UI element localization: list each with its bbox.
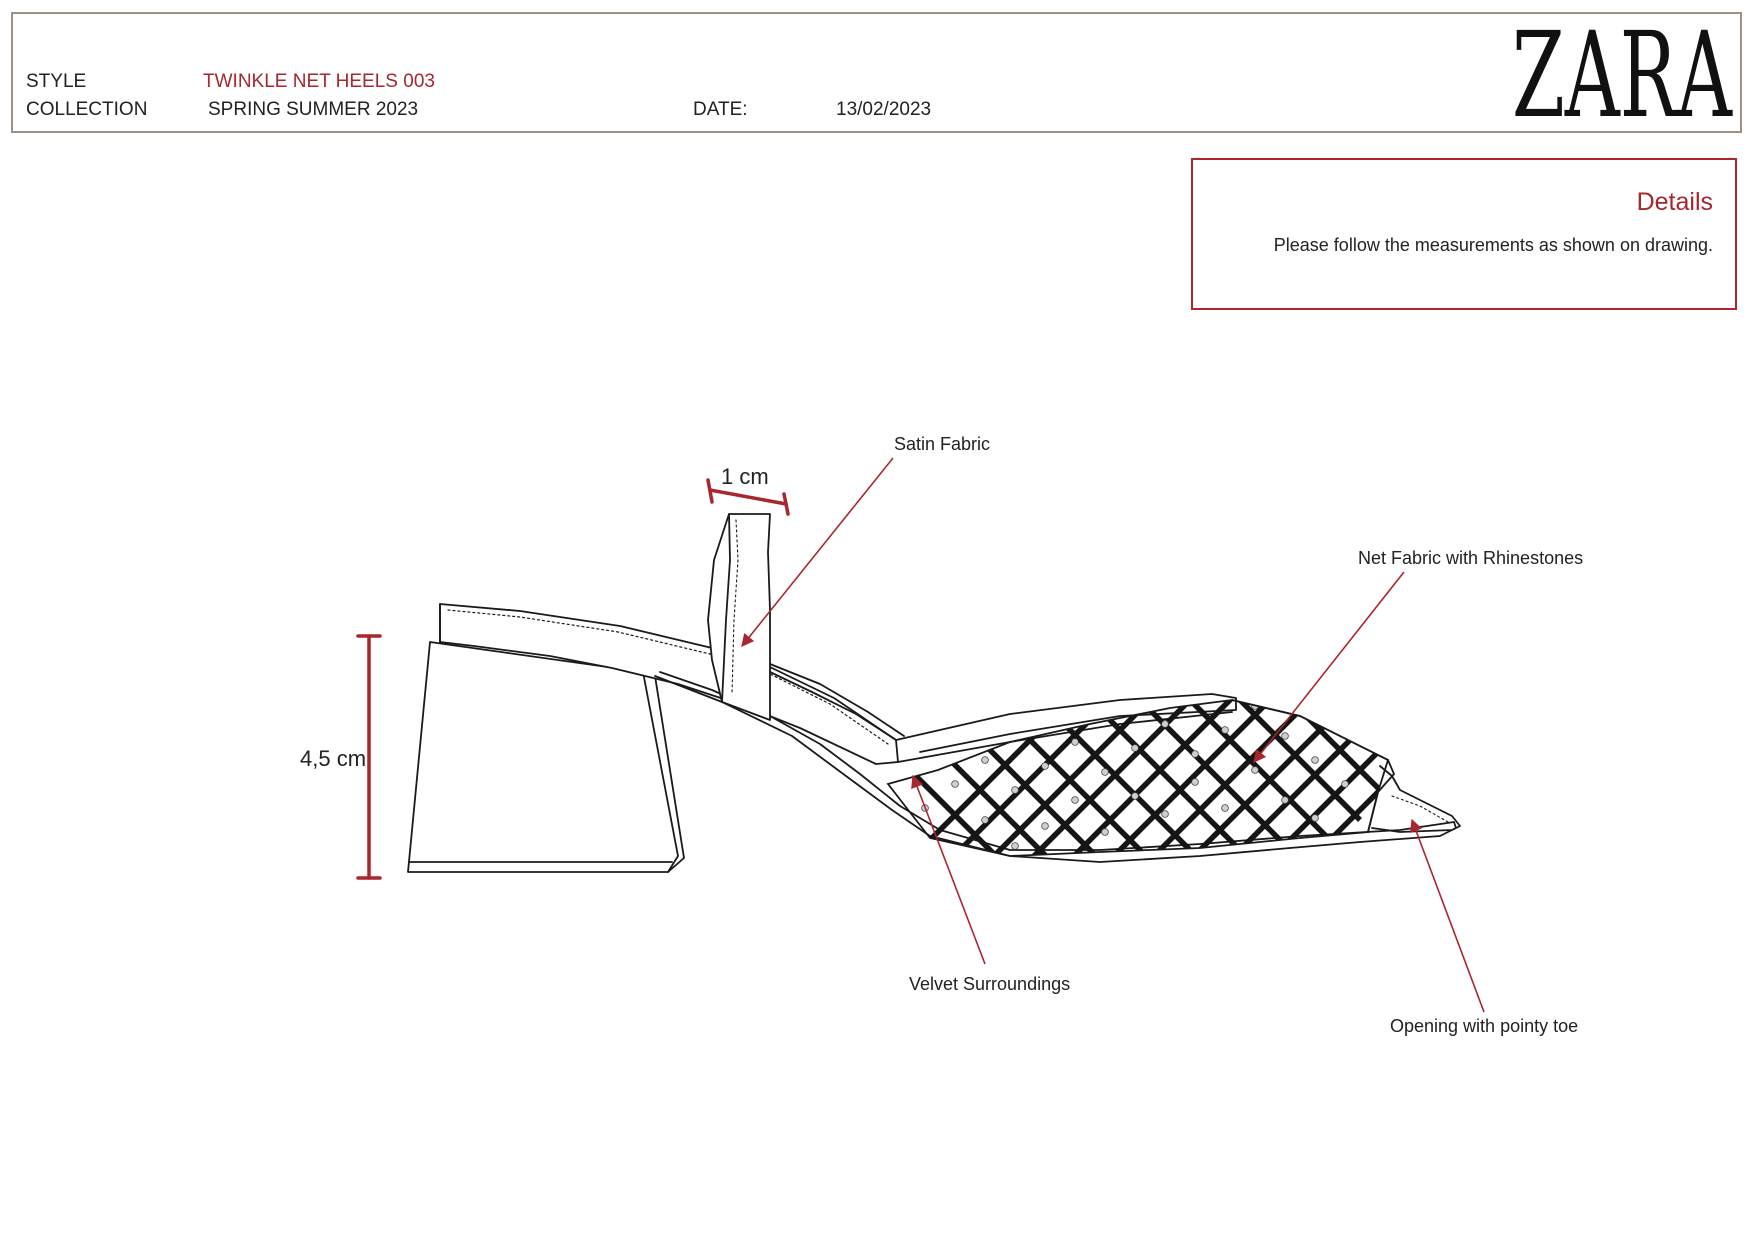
date-value: 13/02/2023 xyxy=(836,99,932,120)
strap-width-label: 1 cm xyxy=(721,464,769,489)
details-box: Details Please follow the measurements a… xyxy=(1191,158,1737,310)
slingback-strap-stitch xyxy=(731,519,739,695)
net-fabric-label: Net Fabric with Rhinestones xyxy=(1358,548,1584,568)
shoe-outline xyxy=(407,513,1461,873)
style-label: STYLE xyxy=(26,71,87,92)
satin-arrow xyxy=(741,457,894,647)
upper-band-lower xyxy=(897,711,1233,763)
pointy-toe-label: Opening with pointy toe xyxy=(1390,1016,1579,1036)
style-value: TWINKLE NET HEELS 003 xyxy=(203,71,435,92)
heel-height-dimension xyxy=(356,634,382,880)
vamp-outline xyxy=(886,699,1390,857)
velvet-surroundings-label: Velvet Surroundings xyxy=(909,974,1071,994)
details-title: Details xyxy=(1636,188,1713,216)
header-panel: STYLE TWINKLE NET HEELS 003 COLLECTION S… xyxy=(11,12,1742,133)
strap-width-dimension xyxy=(706,478,790,516)
brand-logo: ZARA xyxy=(1512,20,1733,128)
upper-topline-inner xyxy=(769,663,905,737)
satin-fabric-label: Satin Fabric xyxy=(894,434,991,454)
net-arrow xyxy=(1253,571,1405,764)
date-label: DATE: xyxy=(693,99,748,120)
toe-opening xyxy=(1371,765,1461,833)
heel-seat xyxy=(439,603,899,765)
heel-height-label: 4,5 cm xyxy=(300,746,367,771)
toe-arrow xyxy=(1410,818,1485,1013)
details-text: Please follow the measurements as shown … xyxy=(1273,235,1713,255)
upper-band xyxy=(895,693,1237,753)
upper-topline xyxy=(769,671,897,741)
toe-stitch xyxy=(1391,795,1449,823)
heel-seat-stitch xyxy=(447,609,889,745)
callout-arrows xyxy=(741,457,1485,1013)
collection-label: COLLECTION xyxy=(26,99,148,120)
velvet-arrow xyxy=(911,774,986,965)
net-fabric-pattern xyxy=(888,700,1388,856)
heel-block xyxy=(407,641,679,873)
sole xyxy=(654,671,1457,863)
collection-value: SPRING SUMMER 2023 xyxy=(208,99,419,120)
brand-logo-text: ZARA xyxy=(1512,20,1733,128)
slingback-strap-fold xyxy=(721,513,731,703)
